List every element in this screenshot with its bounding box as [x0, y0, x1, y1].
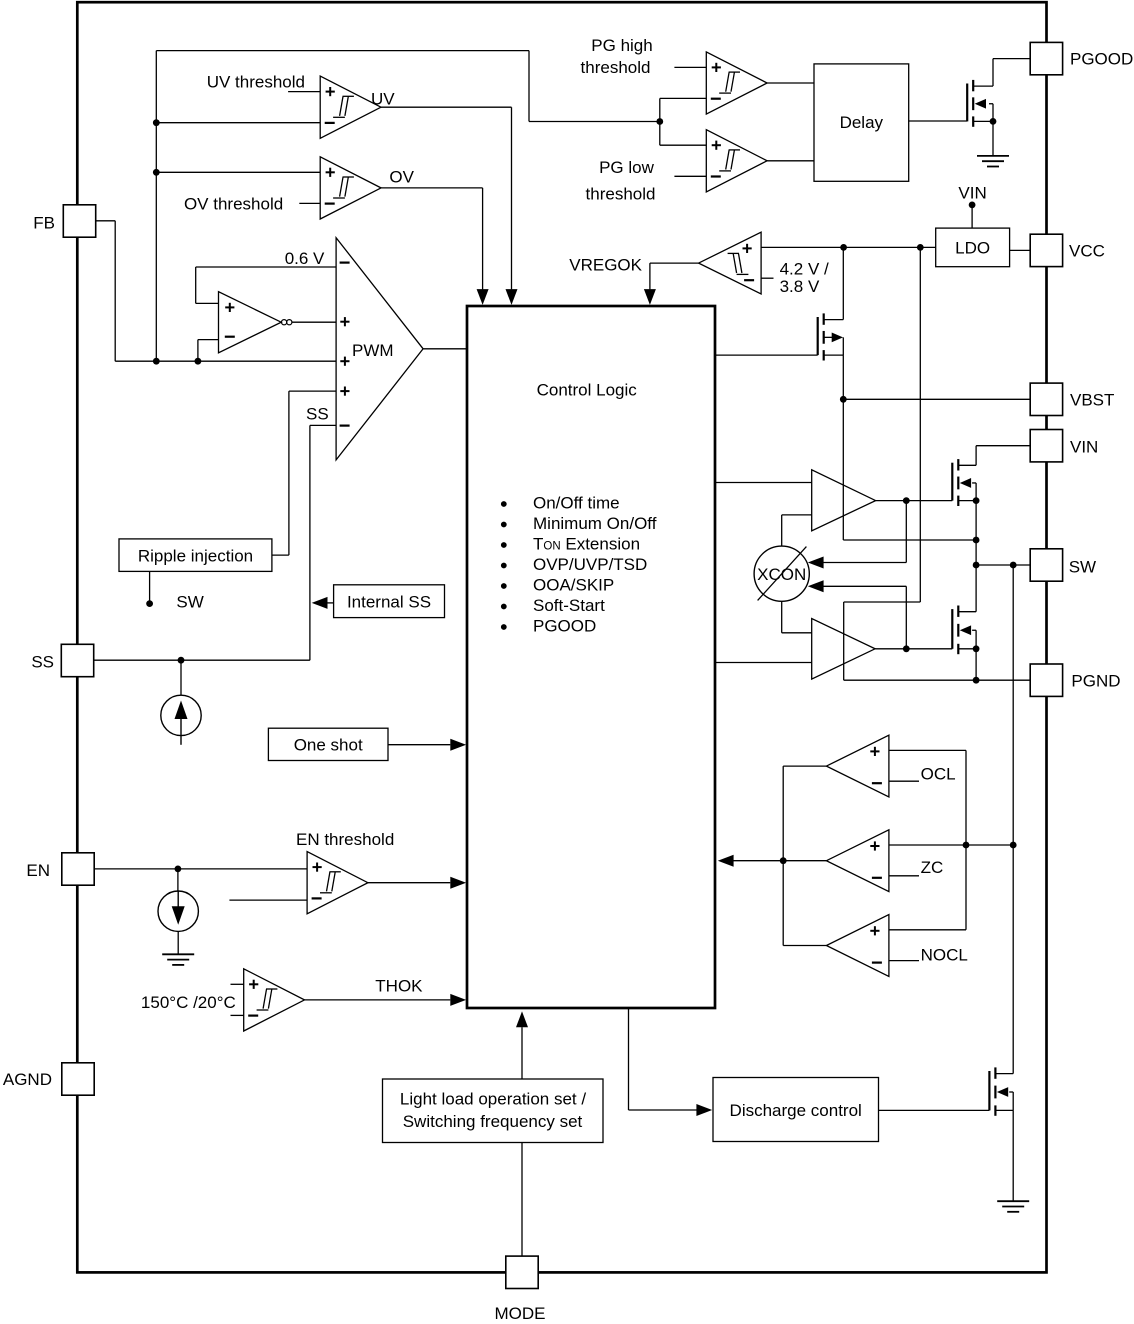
svg-text:SS: SS	[306, 404, 329, 423]
svg-text:threshold: threshold	[586, 184, 656, 203]
svg-text:FB: FB	[33, 213, 55, 232]
svg-text:One shot: One shot	[294, 736, 363, 755]
svg-text:PGOOD: PGOOD	[533, 616, 596, 635]
svg-text:4.2 V /: 4.2 V /	[780, 259, 829, 278]
svg-text:SW: SW	[176, 593, 203, 612]
svg-text:PG low: PG low	[599, 158, 655, 177]
svg-text:Discharge control: Discharge control	[730, 1101, 862, 1120]
svg-text:UV: UV	[371, 90, 395, 109]
svg-text:VIN: VIN	[1070, 438, 1098, 457]
svg-text:VCC: VCC	[1069, 242, 1105, 261]
svg-text:Ripple injection: Ripple injection	[138, 546, 253, 565]
svg-text:Soft-Start: Soft-Start	[533, 596, 605, 615]
svg-text:EN: EN	[26, 861, 50, 880]
svg-text:OOA/SKIP: OOA/SKIP	[533, 575, 614, 594]
svg-text:PGND: PGND	[1071, 672, 1120, 691]
svg-text:AGND: AGND	[3, 1070, 52, 1089]
svg-text:MODE: MODE	[495, 1304, 546, 1323]
svg-text:Delay: Delay	[840, 113, 884, 132]
svg-text:XCON: XCON	[757, 565, 806, 584]
svg-text:Light load operation set /: Light load operation set /	[400, 1090, 586, 1109]
svg-text:Internal SS: Internal SS	[347, 592, 431, 611]
svg-text:NOCL: NOCL	[921, 945, 968, 964]
svg-text:PG high: PG high	[591, 36, 652, 55]
svg-text:SS: SS	[31, 652, 54, 671]
svg-text:VBST: VBST	[1070, 391, 1114, 410]
svg-text:PWM: PWM	[352, 341, 394, 360]
svg-text:TON Extension: TON Extension	[533, 534, 640, 553]
svg-text:EN threshold: EN threshold	[296, 830, 394, 849]
svg-text:threshold: threshold	[581, 58, 651, 77]
svg-text:THOK: THOK	[375, 976, 423, 995]
svg-text:SW: SW	[1069, 557, 1096, 576]
svg-text:PGOOD: PGOOD	[1070, 50, 1133, 69]
svg-text:150°C /20°C: 150°C /20°C	[141, 993, 236, 1012]
svg-text:Switching frequency set: Switching frequency set	[403, 1112, 583, 1131]
svg-text:0.6 V: 0.6 V	[285, 249, 325, 268]
svg-text:VREGOK: VREGOK	[569, 255, 642, 274]
svg-text:UV threshold: UV threshold	[207, 73, 305, 92]
svg-text:VIN: VIN	[958, 184, 986, 203]
svg-text:OV threshold: OV threshold	[184, 194, 283, 213]
svg-text:Minimum On/Off: Minimum On/Off	[533, 514, 657, 533]
svg-text:OV: OV	[389, 168, 414, 187]
svg-text:3.8 V: 3.8 V	[780, 277, 820, 296]
svg-text:On/Off time: On/Off time	[533, 493, 620, 512]
svg-text:ZC: ZC	[921, 858, 944, 877]
svg-text:Control Logic: Control Logic	[537, 380, 638, 399]
svg-text:LDO: LDO	[955, 239, 990, 258]
svg-text:OCL: OCL	[921, 765, 956, 784]
svg-text:OVP/UVP/TSD: OVP/UVP/TSD	[533, 555, 647, 574]
